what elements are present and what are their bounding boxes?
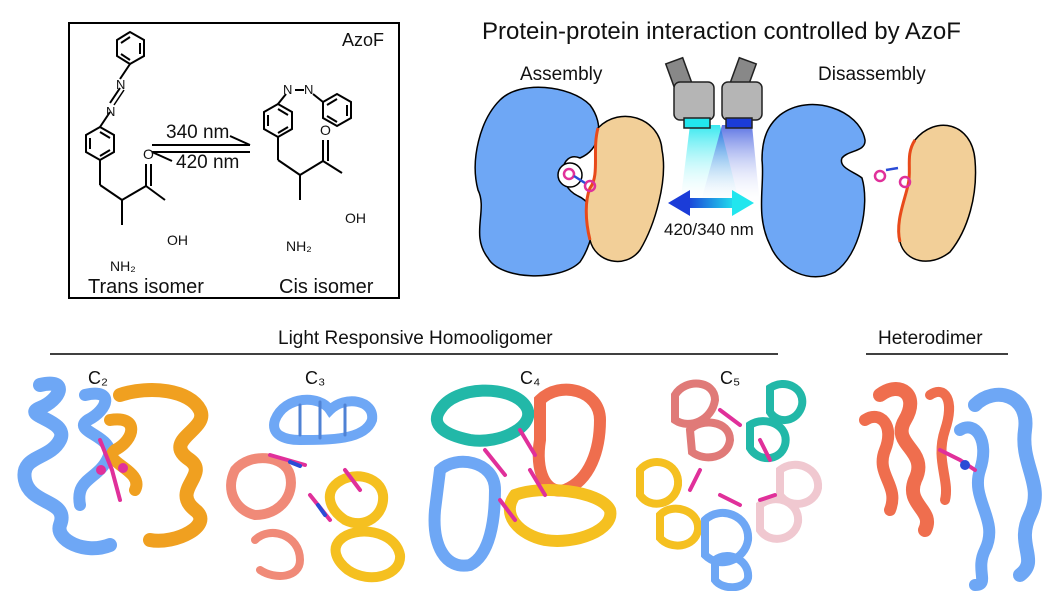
assembly-pocket: [557, 162, 583, 188]
trans-nh2-label: NH₂: [110, 258, 136, 274]
trans-azof-structure: [85, 30, 166, 225]
disassembly-label: Disassembly: [818, 64, 926, 85]
trans-oh-label: OH: [167, 232, 188, 248]
assembly-tan-edge: [584, 127, 600, 241]
interaction-title: Protein-protein interaction controlled b…: [482, 18, 961, 45]
homooligomer-title: Light Responsive Homooligomer: [278, 328, 553, 349]
assembly-azo-icon: [562, 167, 597, 193]
blue-light-beam: [700, 125, 760, 205]
cis-oh-label: OH: [345, 210, 366, 226]
cis-o-label: O: [320, 122, 331, 138]
equilibrium-arrows: [151, 135, 251, 162]
c4-structure: [428, 383, 617, 572]
cis-n1-label: N: [283, 82, 293, 97]
cis-nh2-label: NH₂: [286, 238, 312, 254]
c3-label: C₃: [305, 368, 326, 388]
c4-label: C₄: [520, 368, 541, 388]
trans-n2-label: N: [106, 104, 116, 119]
lamp-left-icon: [664, 56, 715, 129]
disassembly-blue-protein: [760, 103, 866, 278]
c3-structure: [226, 394, 405, 583]
c5-structure: [636, 379, 823, 591]
azof-label: AzoF: [342, 30, 385, 50]
assembly-label: Assembly: [520, 64, 603, 85]
trans-n1-label: N: [116, 77, 126, 92]
cis-azof-structure: [263, 89, 352, 200]
lamp-right-icon: [721, 56, 763, 129]
light-double-arrow: [668, 190, 754, 216]
assembly-tan-protein: [585, 115, 665, 263]
cis-isomer-label: Cis isomer: [279, 276, 374, 298]
azof-box: [68, 22, 400, 299]
c2-structure: [17, 376, 209, 556]
disassembly-azo-icon: [873, 166, 912, 189]
c5-label: C₅: [720, 368, 741, 388]
forward-wavelength: 340 nm: [166, 122, 230, 143]
trans-o-label: O: [143, 146, 154, 162]
c2-label: C₂: [88, 368, 108, 388]
disassembly-tan-protein: [897, 124, 977, 262]
light-wavelength-label: 420/340 nm: [664, 220, 754, 239]
heterodimer-structure: [859, 382, 1042, 591]
heterodimer-title: Heterodimer: [878, 328, 983, 349]
trans-isomer-label: Trans isomer: [88, 276, 204, 298]
reverse-wavelength: 420 nm: [176, 152, 240, 173]
cis-n2-label: N: [304, 82, 314, 97]
